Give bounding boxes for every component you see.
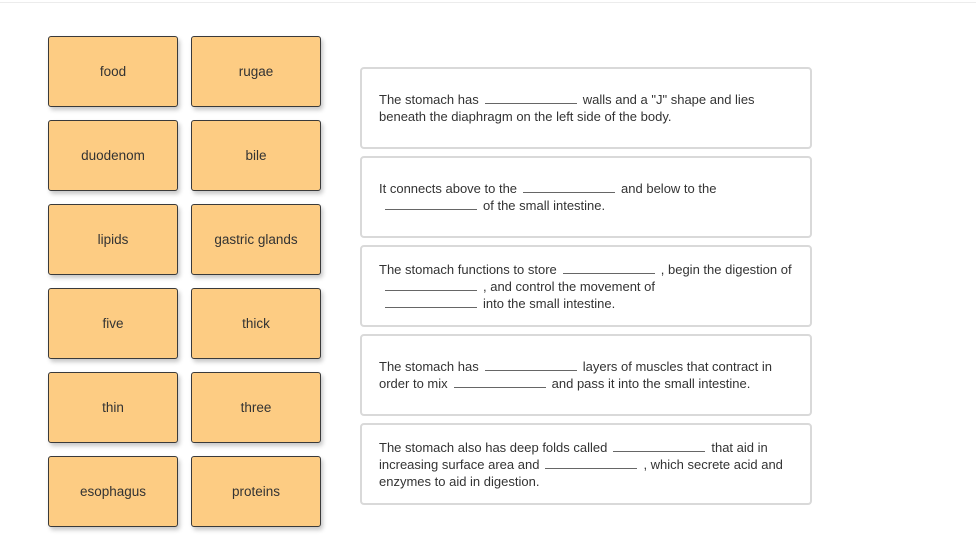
sentence-box-2: It connects above to the and below to the… (360, 156, 812, 238)
word-tile-label: three (240, 400, 272, 415)
word-tile-thick[interactable]: thick (191, 288, 321, 359)
word-tile-gastric-glands[interactable]: gastric glands (191, 204, 321, 275)
word-tile-label: thin (102, 400, 124, 415)
drop-blank-5b[interactable] (545, 457, 638, 469)
word-tile-food[interactable]: food (48, 36, 178, 107)
sentence-fragment: , begin the digestion of (660, 261, 792, 277)
word-tile-three[interactable]: three (191, 372, 321, 443)
word-tile-thin[interactable]: thin (48, 372, 178, 443)
word-tile-lipids[interactable]: lipids (48, 204, 178, 275)
word-tile-duodenom[interactable]: duodenom (48, 120, 178, 191)
drop-blank-2b[interactable] (385, 198, 477, 210)
drop-blank-4b[interactable] (453, 376, 546, 388)
sentence-fragment: , and control the movement of (483, 278, 655, 294)
sentence-fragment: into the small intestine. (483, 295, 616, 311)
sentence-fragment: walls and a "J" shape and lies beneath t… (379, 92, 755, 124)
sentence-fragment: , which secrete acid and enzymes to aid … (379, 456, 783, 489)
sentence-fragment: It connects above to the (379, 181, 518, 196)
word-tile-label: five (102, 316, 124, 331)
drop-blank-1a[interactable] (484, 92, 577, 104)
word-tile-label: thick (242, 316, 270, 331)
top-divider (0, 2, 976, 3)
word-tile-rugae[interactable]: rugae (191, 36, 321, 107)
sentence-text: The stomach functions to store , begin th… (379, 261, 796, 312)
word-tile-proteins[interactable]: proteins (191, 456, 321, 527)
word-tile-label: proteins (231, 484, 281, 499)
word-tile-five[interactable]: five (48, 288, 178, 359)
sentence-fragment: and pass it into the small intestine. (551, 376, 751, 391)
word-tile-label: gastric glands (214, 232, 298, 247)
drop-blank-3c[interactable] (385, 296, 477, 308)
drop-blank-4a[interactable] (484, 359, 577, 371)
sentence-fragment: and below to the (621, 181, 717, 196)
sentence-fragment: The stomach functions to store (379, 261, 557, 277)
drop-blank-2a[interactable] (523, 181, 616, 193)
sentence-text: It connects above to the and below to the… (379, 180, 796, 214)
sentence-fragment: of the small intestine. (483, 198, 606, 213)
sentence-fragment: The stomach has (379, 92, 479, 107)
word-tile-label: bile (245, 148, 267, 163)
word-tile-label: food (99, 64, 127, 79)
word-tile-label: esophagus (79, 484, 147, 499)
word-tile-label: rugae (238, 64, 274, 79)
sentence-box-3: The stomach functions to store , begin th… (360, 245, 812, 327)
sentence-fragment: layers of muscles that contract in order… (379, 359, 773, 391)
drop-blank-3a[interactable] (562, 262, 655, 274)
word-tile-esophagus[interactable]: esophagus (48, 456, 178, 527)
drop-blank-5a[interactable] (613, 440, 706, 452)
word-tile-label: lipids (97, 232, 129, 247)
sentence-fragment: that aid in increasing surface area and (379, 439, 768, 472)
word-tile-bile[interactable]: bile (191, 120, 321, 191)
word-tile-label: duodenom (81, 148, 145, 163)
drop-blank-3b[interactable] (385, 279, 477, 291)
sentence-fragment: The stomach also has deep folds called (379, 439, 608, 455)
sentence-fragment: The stomach has (379, 359, 479, 374)
